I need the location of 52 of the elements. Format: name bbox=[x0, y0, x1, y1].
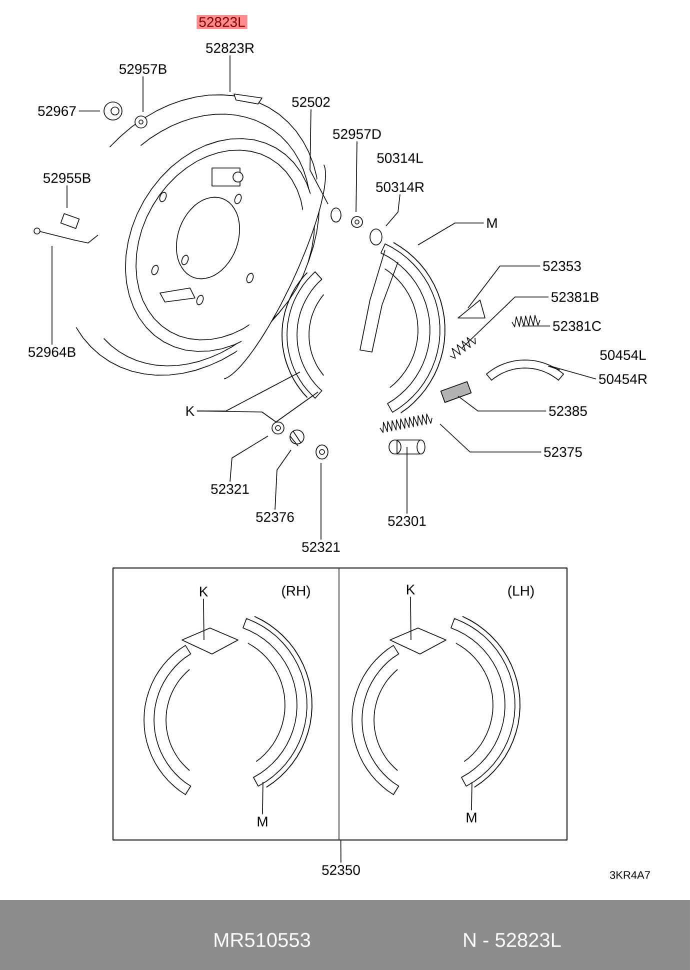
leader-line bbox=[310, 108, 328, 204]
callout-number: 52502 bbox=[292, 97, 330, 107]
callout-number: 52381B bbox=[551, 292, 598, 302]
highlighted-callout-number: 52823L bbox=[196, 15, 248, 29]
leader-line bbox=[458, 396, 547, 412]
callout-number: 52350 bbox=[322, 865, 360, 875]
leader-line bbox=[340, 840, 342, 864]
leader-line bbox=[142, 76, 144, 112]
callout-number: 52321 bbox=[211, 484, 249, 494]
leader-line bbox=[468, 266, 541, 308]
leader-line bbox=[550, 366, 596, 380]
callout-number: M bbox=[487, 218, 497, 228]
leader-line bbox=[462, 296, 549, 348]
callout-number: 50314R bbox=[376, 182, 424, 192]
leader-line bbox=[418, 222, 484, 246]
leader-line bbox=[356, 140, 358, 212]
leader-line bbox=[440, 424, 542, 452]
callout-number: 50454R bbox=[599, 374, 647, 384]
leader-line bbox=[471, 782, 472, 811]
leader-line bbox=[230, 436, 268, 482]
callout-number: 50454L bbox=[600, 350, 646, 360]
callout-number: K bbox=[406, 584, 416, 594]
callout-number: M bbox=[258, 816, 268, 826]
callout-number: M bbox=[466, 812, 476, 822]
leader-line bbox=[320, 462, 322, 540]
callout-number: K bbox=[200, 586, 208, 596]
leader-line bbox=[410, 596, 412, 640]
callout-number: 52376 bbox=[256, 512, 294, 522]
callout-number: 52964B bbox=[28, 347, 76, 357]
callout-number: 52353 bbox=[543, 261, 581, 271]
callout-number: 52321 bbox=[302, 542, 340, 552]
leader-line bbox=[78, 110, 100, 112]
callout-number: 52301 bbox=[388, 516, 426, 526]
leader-line bbox=[203, 598, 204, 640]
leader-line bbox=[66, 184, 68, 208]
footer-bar: MR510553 N - 52823L bbox=[0, 900, 690, 970]
callout-number: K bbox=[186, 406, 195, 416]
callout-number: 52967 bbox=[38, 106, 76, 116]
drawing-code: 3KR4A7 bbox=[610, 871, 650, 879]
leader-line bbox=[406, 446, 408, 514]
leader-line bbox=[386, 194, 400, 226]
callout-number: 52385 bbox=[549, 406, 587, 416]
callout-number: 52381C bbox=[553, 321, 601, 331]
callout-number: 52823R bbox=[206, 43, 254, 53]
leader-line bbox=[274, 450, 292, 510]
callout-number: 52375 bbox=[544, 447, 582, 457]
leader-line bbox=[262, 782, 264, 815]
callout-number: 52957B bbox=[119, 64, 166, 74]
callout-number: 50314L bbox=[377, 153, 423, 163]
leader-line bbox=[196, 392, 318, 422]
callout-number: 52957D bbox=[333, 129, 381, 139]
callout-number: 52955B bbox=[43, 173, 90, 183]
